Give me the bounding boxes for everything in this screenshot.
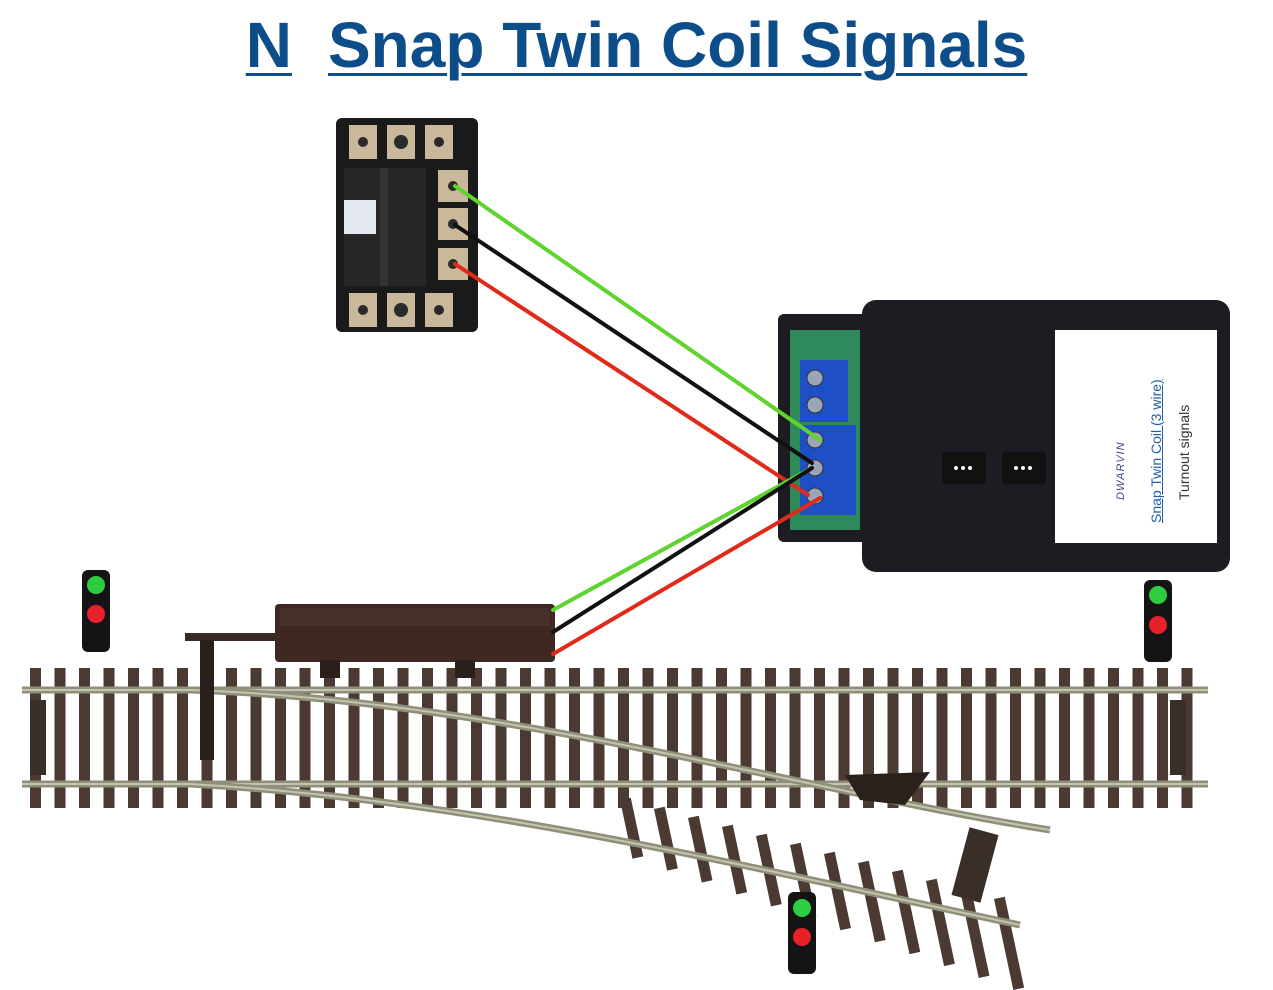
track-tie-diverging [892,869,921,955]
track-tie [716,668,727,808]
track-tie [422,668,433,808]
track-tie-diverging [722,824,748,895]
track-tie-diverging [858,860,886,943]
track-tie [544,668,556,808]
page-title: N Snap Twin Coil Signals [0,8,1273,82]
track-tie [1132,668,1144,808]
track-tie [79,668,90,808]
track-tie [250,668,262,808]
turnout-track-icon [22,668,1208,990]
track-tie-diverging [925,878,955,967]
track-tie [1108,668,1119,808]
signal-left [82,570,110,652]
title-scale: N [245,9,292,81]
track-tie [54,668,66,808]
point-motor [185,604,555,760]
atlas-control-switch-icon[interactable] [336,118,478,332]
title-text: Snap Twin Coil Signals [327,9,1028,81]
module-label-card [1055,330,1217,543]
track-tie [397,668,409,808]
track-tie [226,668,237,808]
track-tie [887,668,899,808]
wire-red-switch [453,262,810,497]
track-tie [348,668,360,808]
track-tie [814,668,825,808]
track-tie-diverging [824,851,851,931]
signal-bottom [788,892,816,974]
track-tie-diverging [688,815,713,883]
track-tie [765,668,776,808]
wire-black-motor [551,466,814,634]
track-tie-diverging [960,887,990,979]
track-tie [642,668,654,808]
track-tie [740,668,752,808]
module-product-name: Snap Twin Coil (3 wire) [1148,379,1164,523]
track-tie [1181,668,1193,808]
track-tie [863,668,874,808]
track-tie [103,668,115,808]
track-tie [299,668,311,808]
track-tie [1034,668,1046,808]
wire-red-motor [551,496,822,656]
track-tie [789,668,801,808]
track-tie [1010,668,1021,808]
track-tie [520,668,531,808]
track-tie [495,668,507,808]
track-tie [936,668,948,808]
track-tie [985,668,997,808]
track-tie [446,668,458,808]
track-tie [1083,668,1095,808]
track-tie [275,668,286,808]
track-tie [618,668,629,808]
track-tie [324,668,335,808]
wires [453,184,822,656]
track-tie [1059,668,1070,808]
wire-black-switch [453,223,814,465]
track-tie [373,668,384,808]
track-tie [152,668,164,808]
track-tie [838,668,850,808]
signal-right [1144,580,1172,662]
module-brand-logo: DWARVIN [1115,441,1127,500]
track-tie-diverging [620,797,644,859]
module-subtitle: Turnout signals [1176,404,1192,500]
wire-green-motor [551,468,810,612]
track-tie [691,668,703,808]
track-tie [1157,668,1168,808]
track-tie [177,668,188,808]
track-tie [912,668,923,808]
track-tie [961,668,972,808]
track-tie-diverging [653,806,678,871]
track-tie [128,668,139,808]
wire-green-switch [453,184,822,442]
track-tie [667,668,678,808]
track-tie-diverging [994,896,1025,990]
track-tie [471,668,482,808]
